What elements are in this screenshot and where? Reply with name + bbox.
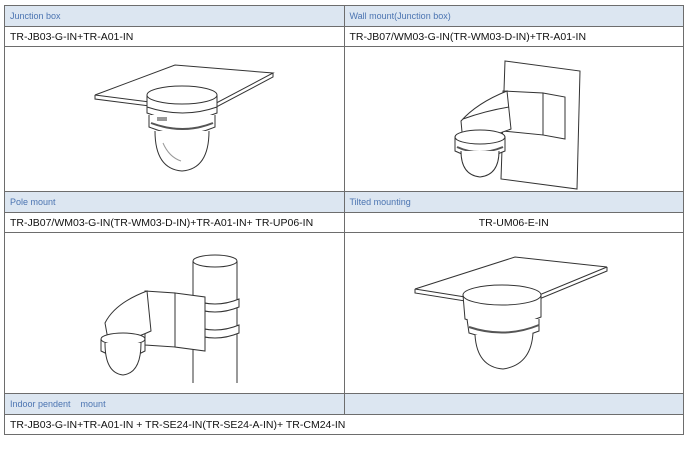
model-pole-mount: TR-JB07/WM03-G-IN(TR-WM03-D-IN)+TR-A01-I…	[4, 212, 345, 233]
header-indoor-pendent-mount: Indoor pendent mount	[4, 393, 345, 415]
header-wall-mount: Wall mount(Junction box)	[343, 5, 684, 27]
model-indoor-pendent-mount: TR-JB03-G-IN+TR-A01-IN + TR-SE24-IN(TR-S…	[4, 414, 684, 435]
image-cell-wall-mount	[343, 46, 684, 192]
header-tilted-mounting: Tilted mounting	[343, 191, 684, 213]
model-wall-mount: TR-JB07/WM03-G-IN(TR-WM03-D-IN)+TR-A01-I…	[343, 26, 684, 47]
model-tilted-mounting: TR-UM06-E-IN	[343, 212, 684, 233]
section-header-label: Indoor pendent mount	[10, 399, 106, 409]
tilted-ceiling-mount-illustration	[414, 256, 607, 370]
image-cell-junction-box	[4, 46, 345, 192]
image-cell-tilted-mounting	[343, 232, 684, 394]
model-code: TR-UM06-E-IN	[478, 216, 549, 229]
model-code: TR-JB07/WM03-G-IN(TR-WM03-D-IN)+TR-A01-I…	[349, 30, 587, 43]
section-header-label: Pole mount	[10, 197, 56, 207]
model-code: TR-JB03-G-IN+TR-A01-IN	[10, 30, 134, 43]
ceiling-dome-mount-illustration	[94, 64, 275, 172]
header-junction-box: Junction box	[4, 5, 345, 27]
pole-mount-illustration	[100, 254, 240, 383]
wall-bracket-mount-illustration	[454, 60, 581, 190]
empty-cell	[343, 393, 684, 415]
header-pole-mount: Pole mount	[4, 191, 345, 213]
section-header-label: Tilted mounting	[349, 197, 411, 207]
section-header-label: Wall mount(Junction box)	[349, 11, 451, 21]
model-code: TR-JB07/WM03-G-IN(TR-WM03-D-IN)+TR-A01-I…	[10, 216, 314, 229]
model-junction-box: TR-JB03-G-IN+TR-A01-IN	[4, 26, 345, 47]
mount-options-table: Junction box Wall mount(Junction box) TR…	[4, 5, 684, 435]
section-header-label: Junction box	[10, 11, 61, 21]
image-cell-pole-mount	[4, 232, 345, 394]
model-code: TR-JB03-G-IN+TR-A01-IN + TR-SE24-IN(TR-S…	[10, 418, 346, 431]
